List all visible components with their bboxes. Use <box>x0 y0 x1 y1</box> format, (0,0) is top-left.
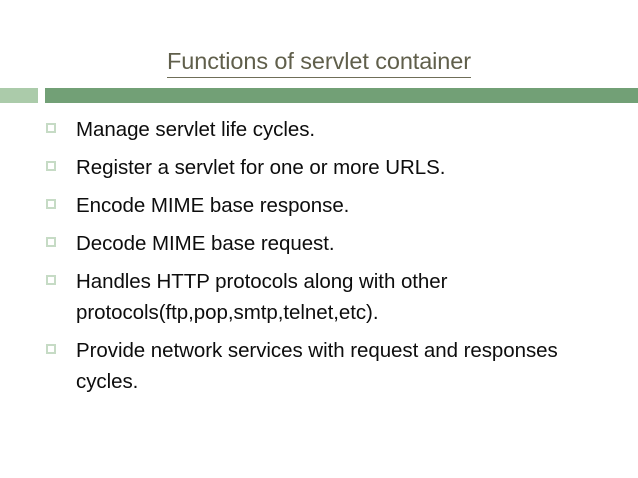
list-item: Handles HTTP protocols along with other … <box>46 266 606 328</box>
decorative-divider-band <box>0 88 638 103</box>
list-item: Decode MIME base request. <box>46 228 606 259</box>
slide-title-container: Functions of servlet container <box>0 30 638 93</box>
list-item: Provide network services with request an… <box>46 335 606 397</box>
square-bullet-icon <box>46 199 56 209</box>
square-bullet-icon <box>46 237 56 247</box>
list-item-label: Decode MIME base request. <box>76 232 335 255</box>
square-bullet-icon <box>46 161 56 171</box>
list-item-label: Handles HTTP protocols along with other … <box>76 270 448 324</box>
bullet-list: Manage servlet life cycles. Register a s… <box>46 114 606 404</box>
list-item: Register a servlet for one or more URLS. <box>46 152 606 183</box>
square-bullet-icon <box>46 275 56 285</box>
list-item-label: Register a servlet for one or more URLS. <box>76 156 446 179</box>
list-item-label: Provide network services with request an… <box>76 339 558 393</box>
list-item: Encode MIME base response. <box>46 190 606 221</box>
square-bullet-icon <box>46 123 56 133</box>
square-bullet-icon <box>46 344 56 354</box>
list-item-label: Encode MIME base response. <box>76 194 350 217</box>
page-title: Functions of servlet container <box>167 46 471 78</box>
list-item-label: Manage servlet life cycles. <box>76 118 316 141</box>
list-item: Manage servlet life cycles. <box>46 114 606 145</box>
divider-accent-block-light <box>0 88 38 103</box>
divider-bar-green <box>45 88 638 103</box>
